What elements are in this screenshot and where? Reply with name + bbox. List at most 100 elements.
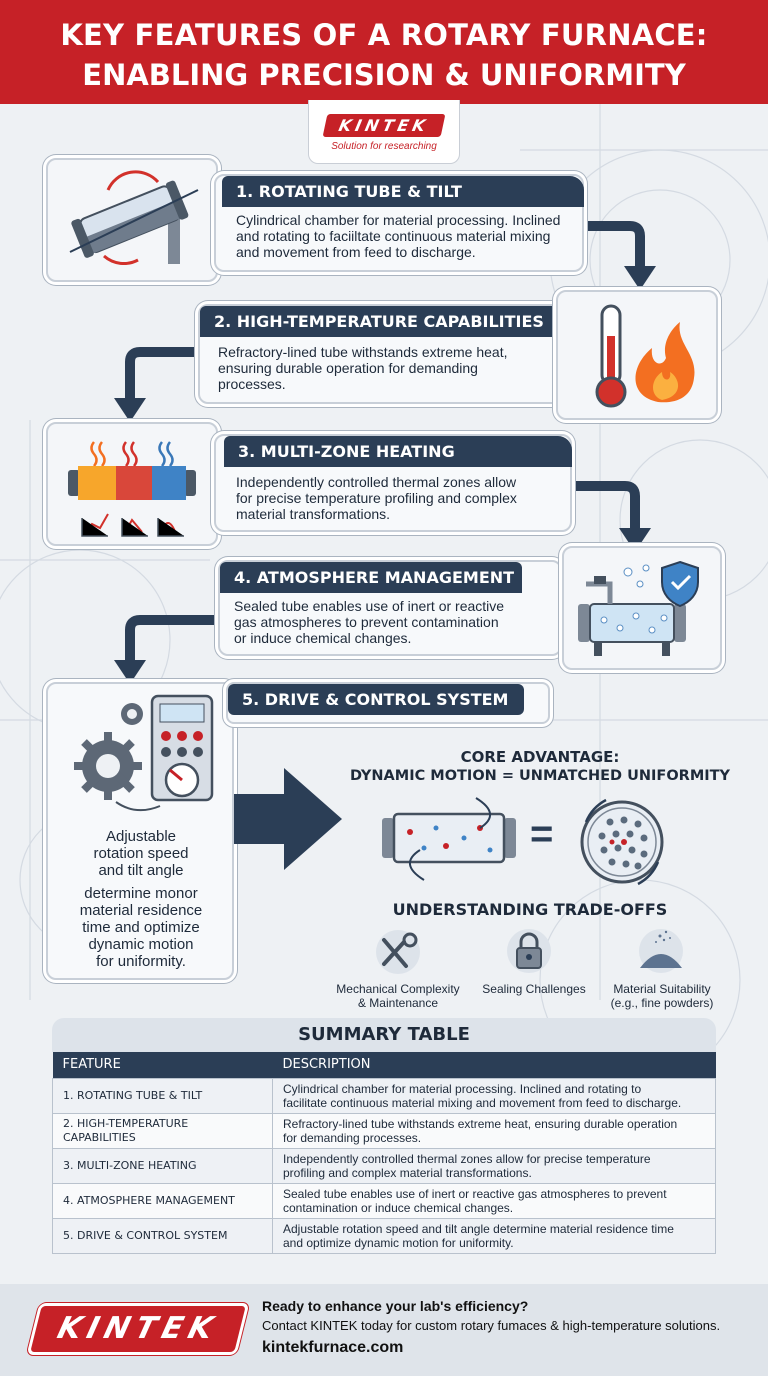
description-cell: Adjustable rotation speed and tilt angle… xyxy=(272,1217,716,1254)
feature-cell: 5. DRIVE & CONTROL SYSTEM xyxy=(52,1217,273,1254)
summary-section: SUMMARY TABLE FEATURE DESCRIPTION 1. ROT… xyxy=(52,1018,716,1274)
title-banner: KEY FEATURES OF A ROTARY FURNACE: ENABLI… xyxy=(0,0,768,104)
desc-line: and movement from feed to discharge. xyxy=(236,244,476,260)
feature-2-title: 2. HIGH-TEMPERATURE CAPABILITIES xyxy=(200,306,564,337)
footer-cta-heading: Ready to enhance your lab's efficiency? xyxy=(262,1298,529,1314)
padlock-icon xyxy=(507,929,551,973)
column-header-feature: FEATURE xyxy=(52,1052,273,1078)
title-line-2: ENABLING PRECISION & UNIFORMITY xyxy=(82,58,686,92)
heating-zones-icon xyxy=(68,441,196,537)
cell-text: Cylindrical chamber for material process… xyxy=(283,1081,642,1096)
cell-text: 5. DRIVE & CONTROL SYSTEM xyxy=(63,1228,228,1242)
tradeoff-material: Material Suitability (e.g., fine powders… xyxy=(600,982,724,1010)
feature-3-icon-card xyxy=(46,422,218,546)
feature-1-desc: Cylindrical chamber for material process… xyxy=(236,212,560,260)
cell-text: Refractory-lined tube withstands extreme… xyxy=(283,1116,678,1131)
footer-cta-text: Contact KINTEK today for custom rotary f… xyxy=(262,1318,721,1333)
cell-text: Adjustable rotation speed and tilt angle… xyxy=(283,1221,674,1236)
uniform-particle-icon xyxy=(580,798,664,886)
equals-sign: = xyxy=(530,812,554,856)
thermometer-fire-icon xyxy=(595,304,695,408)
desc-line: rotation speed xyxy=(93,845,189,862)
tools-gear-icon xyxy=(376,930,420,974)
table-row: 3. MULTI-ZONE HEATING Independently cont… xyxy=(52,1147,716,1184)
cell-text: Independently controlled thermal zones a… xyxy=(283,1151,651,1166)
sealed-tube-shield-icon xyxy=(578,560,699,656)
tradeoff-sealing: Sealing Challenges xyxy=(474,982,594,996)
cell-text: for demanding processes. xyxy=(283,1130,422,1145)
cell-text: CAPABILITIES xyxy=(63,1130,136,1144)
cell-text: contamination or induce chemical changes… xyxy=(283,1200,514,1215)
kintek-logo-footer[interactable]: KINTEK xyxy=(30,1306,246,1352)
feature-1-title: 1. ROTATING TUBE & TILT xyxy=(222,176,584,207)
tradeoff-label: Material Suitability xyxy=(613,982,711,996)
table-row: 1. ROTATING TUBE & TILT Cylindrical cham… xyxy=(52,1077,716,1114)
description-cell: Cylindrical chamber for material process… xyxy=(272,1077,716,1114)
feature-4-desc: Sealed tube enables use of inert or reac… xyxy=(234,598,504,646)
footer-website-link[interactable]: kintekfurnace.com xyxy=(262,1339,404,1356)
description-cell: Independently controlled thermal zones a… xyxy=(272,1147,716,1184)
desc-line: Cylindrical chamber for material process… xyxy=(236,212,561,228)
desc-line: or induce chemical changes. xyxy=(234,630,412,646)
cell-text: 2. HIGH-TEMPERATURE xyxy=(63,1116,189,1130)
summary-table: FEATURE DESCRIPTION 1. ROTATING TUBE & T… xyxy=(52,1052,716,1254)
cell-text: 3. MULTI-ZONE HEATING xyxy=(63,1158,197,1172)
feature-cell: 1. ROTATING TUBE & TILT xyxy=(52,1077,273,1114)
cell-text: Sealed tube enables use of inert or reac… xyxy=(283,1186,667,1201)
desc-line: determine monor xyxy=(84,885,198,902)
tradeoff-label: (e.g., fine powders) xyxy=(610,996,714,1010)
feature-5-card xyxy=(46,682,234,980)
desc-line: Sealed tube enables use of inert or reac… xyxy=(234,598,505,614)
feature-4-icon-card xyxy=(562,546,722,670)
tradeoff-label: Sealing Challenges xyxy=(482,982,586,996)
cell-text: and optimize dynamic motion for uniformi… xyxy=(283,1235,514,1250)
feature-2-desc: Refractory-lined tube withstands extreme… xyxy=(218,344,507,392)
feature-4-title: 4. ATMOSPHERE MANAGEMENT xyxy=(220,562,522,593)
gear-control-panel-icon xyxy=(74,694,214,812)
feature-2-icon-card xyxy=(556,290,718,420)
desc-line: gas atmospheres to prevent contamination xyxy=(234,614,499,630)
footer: KINTEK Ready to enhance your lab's effic… xyxy=(0,1284,768,1376)
core-advantage-statement: DYNAMIC MOTION = UNMATCHED UNIFORMITY xyxy=(349,768,731,784)
desc-line: material residence xyxy=(79,902,203,919)
desc-line: material transformations. xyxy=(236,506,391,522)
big-right-arrow xyxy=(234,768,342,870)
tradeoffs-title: UNDERSTANDING TRADE-OFFS xyxy=(392,900,668,919)
desc-line: Refractory-lined tube withstands extreme… xyxy=(218,344,508,360)
desc-line: processes. xyxy=(218,376,286,392)
desc-line: for uniformity. xyxy=(96,953,186,970)
tradeoff-label: Mechanical Complexity xyxy=(336,982,460,996)
feature-3-title: 3. MULTI-ZONE HEATING xyxy=(224,436,572,467)
table-row: 5. DRIVE & CONTROL SYSTEM Adjustable rot… xyxy=(52,1217,716,1254)
feature-3-desc: Independently controlled thermal zones a… xyxy=(236,474,517,522)
feature-5-desc: Adjustable rotation speed and tilt angle… xyxy=(56,828,226,970)
desc-line: time and optimize xyxy=(82,919,200,936)
desc-line: and rotating to faciiltate continuous ma… xyxy=(236,228,551,244)
table-row: 4. ATMOSPHERE MANAGEMENT Sealed tube ena… xyxy=(52,1182,716,1219)
feature-1-icon-card xyxy=(46,158,218,282)
powder-pile-icon xyxy=(639,929,683,973)
logo-tagline: Solution for researching xyxy=(331,141,437,152)
cell-text: 4. ATMOSPHERE MANAGEMENT xyxy=(63,1193,235,1207)
core-advantage-label: CORE ADVANTAGE: xyxy=(460,748,620,766)
tradeoff-mechanical: Mechanical Complexity & Maintenance xyxy=(326,982,470,1010)
desc-line: and tilt angle xyxy=(98,862,184,879)
cell-text: profiling and complex material transform… xyxy=(283,1165,532,1180)
tradeoff-label: & Maintenance xyxy=(357,996,439,1010)
desc-line: dynamic motion xyxy=(88,936,194,953)
description-cell: Refractory-lined tube withstands extreme… xyxy=(272,1112,716,1149)
description-cell: Sealed tube enables use of inert or reac… xyxy=(272,1182,716,1219)
column-header-description: DESCRIPTION xyxy=(272,1052,716,1078)
summary-title: SUMMARY TABLE xyxy=(52,1018,716,1052)
cell-text: facilitate continuous material mixing an… xyxy=(283,1095,682,1110)
cell-text: 1. ROTATING TUBE & TILT xyxy=(63,1088,203,1102)
feature-5-title: 5. DRIVE & CONTROL SYSTEM xyxy=(228,684,524,715)
desc-line: for precise temperature profiling and co… xyxy=(236,490,517,506)
feature-cell: 3. MULTI-ZONE HEATING xyxy=(52,1147,273,1184)
tube-motion-icon xyxy=(382,797,516,881)
desc-line: Independently controlled thermal zones a… xyxy=(236,474,517,490)
kintek-logo-top[interactable]: KINTEK Solution for researching xyxy=(308,100,460,164)
